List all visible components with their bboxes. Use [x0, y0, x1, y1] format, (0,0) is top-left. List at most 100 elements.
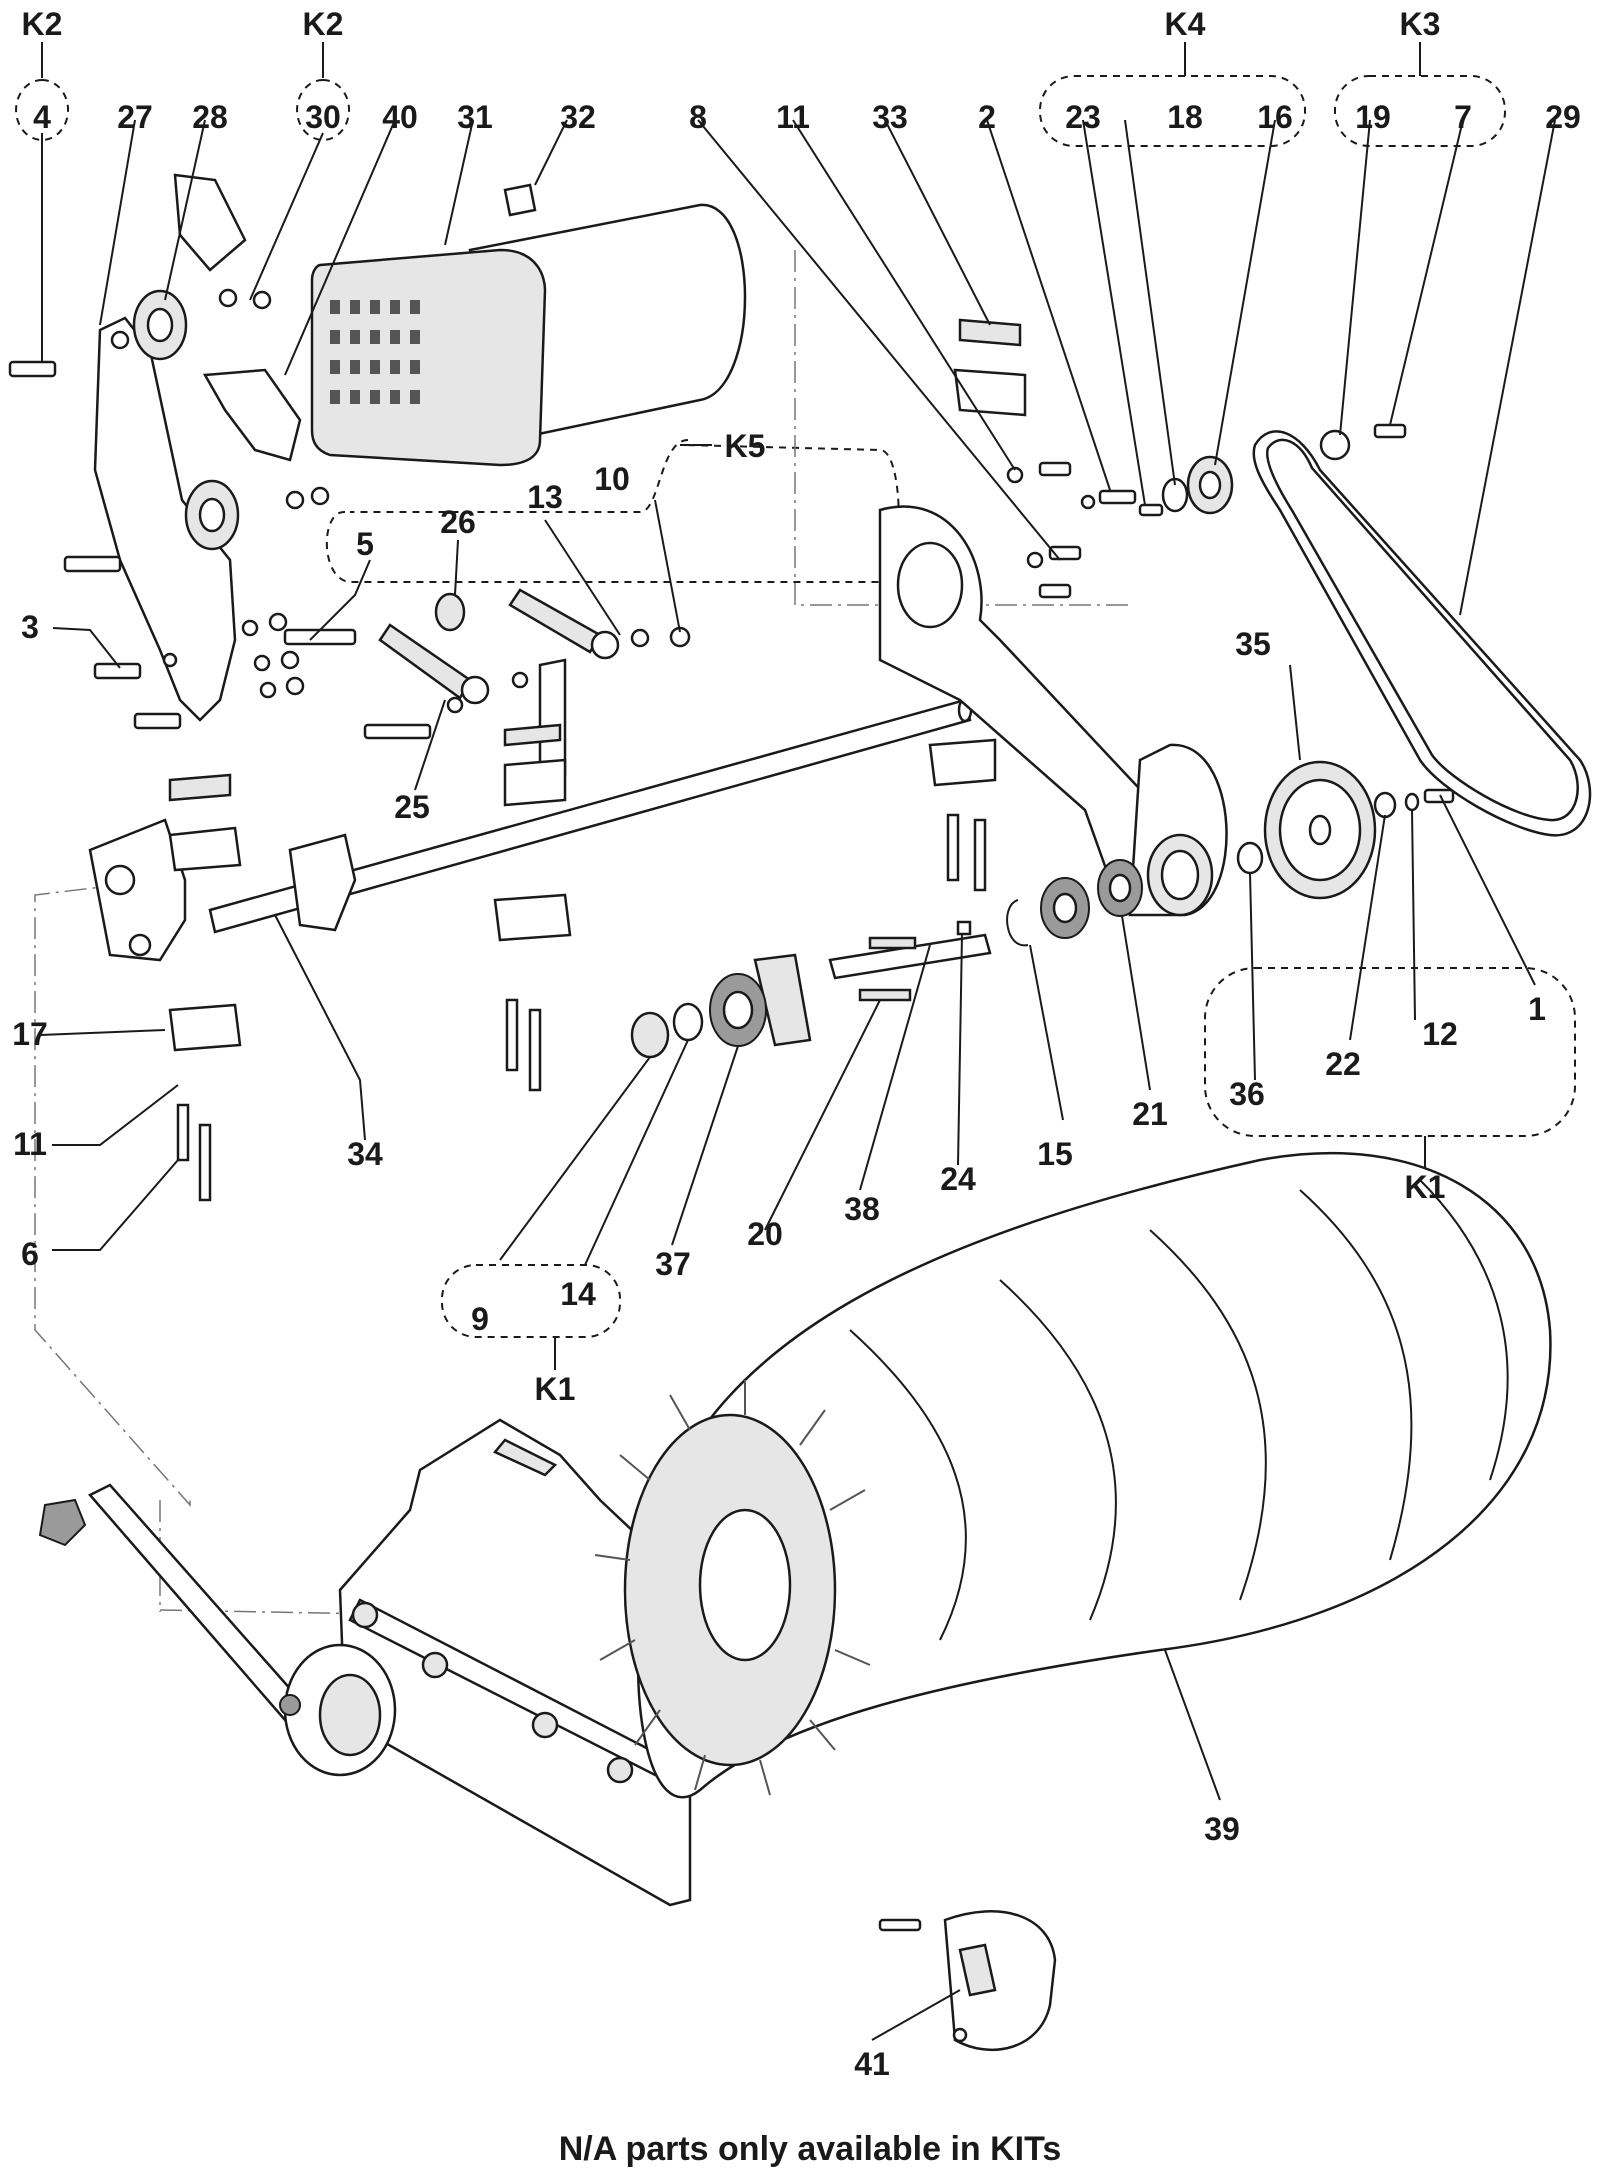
drive-belt-29-inner [1265, 438, 1579, 822]
kit-group-outlines [15, 42, 1576, 1370]
nut-9 [630, 1011, 670, 1059]
bolt-6 [198, 1123, 212, 1202]
brush-end-bore [698, 1508, 792, 1662]
motor-end-cover [310, 248, 547, 467]
shaft-bracket [288, 833, 357, 932]
motor-center-line [794, 250, 1130, 606]
drive-pulley-assembly [1138, 423, 1592, 837]
label-part-38: 38 [844, 1191, 880, 1227]
kit-outline-k3 [1334, 75, 1506, 147]
kit-outline-k2-left [15, 79, 69, 141]
brush-roller-39 [594, 1151, 1552, 1799]
gear-35-bore [1308, 814, 1332, 846]
star-knob [38, 1498, 87, 1547]
label-part-27: 27 [117, 99, 153, 135]
label-part-3: 3 [21, 609, 39, 645]
hub-bore [722, 990, 754, 1030]
washer-14 [672, 1002, 704, 1042]
clamp-block [503, 758, 567, 807]
bolt-7 [1373, 423, 1407, 439]
washer [511, 671, 529, 689]
plate-hole-2 [162, 652, 178, 668]
pin-24 [956, 920, 972, 936]
washer [1080, 494, 1096, 510]
label-part-8: 8 [689, 99, 707, 135]
pulley-guard-28 [173, 173, 247, 272]
kit-label-k3: K3 [1400, 6, 1441, 42]
nut [268, 612, 288, 632]
clamp-block-17 [168, 1003, 242, 1052]
bolt-1 [1423, 788, 1455, 804]
rod-eye [460, 675, 490, 705]
label-part-9: 9 [471, 1301, 489, 1337]
label-part-40: 40 [382, 99, 418, 135]
side-plate-assembly [8, 173, 330, 730]
washer [241, 619, 259, 637]
clamp-block [493, 893, 572, 942]
label-part-24: 24 [940, 1161, 976, 1197]
nut [252, 290, 272, 310]
label-part-36: 36 [1229, 1076, 1265, 1112]
label-part-39: 39 [1204, 1811, 1240, 1847]
bolt-4 [8, 360, 57, 378]
washer [259, 681, 277, 699]
label-part-5: 5 [356, 526, 374, 562]
kit-label-k5: K5 [725, 428, 766, 464]
label-part-12: 12 [1422, 1016, 1458, 1052]
clamp-cover [168, 773, 232, 802]
label-part-34: 34 [347, 1136, 383, 1172]
right-plate-assembly [878, 318, 1228, 917]
nut [280, 650, 300, 670]
washer-10 [630, 628, 650, 648]
label-part-28: 28 [192, 99, 228, 135]
label-part-13: 13 [527, 479, 563, 515]
label-part-22: 22 [1325, 1046, 1361, 1082]
wheel-arm [88, 1483, 302, 1722]
pulley-30-hub [198, 497, 226, 533]
washer [253, 654, 271, 672]
housing-bore [1160, 849, 1200, 901]
label-part-15: 15 [1037, 1136, 1073, 1172]
label-part-11-left: 11 [13, 1126, 47, 1162]
plate-cover-33 [958, 318, 1022, 347]
label-part-23: 23 [1065, 99, 1101, 135]
pulley-16-bore [1198, 470, 1222, 500]
pulley-guard-40 [202, 368, 302, 462]
bolt-2 [1098, 489, 1137, 505]
motor-assembly [310, 183, 747, 467]
bolt-5 [283, 628, 357, 646]
label-part-7: 7 [1454, 99, 1472, 135]
linkage-assembly [283, 588, 691, 777]
plate-hole [110, 330, 130, 350]
bristle-helix [849, 1329, 967, 1641]
main-shaft-34 [208, 698, 972, 934]
pulley-28-hub [146, 307, 174, 343]
bearing-21-bore [1108, 873, 1132, 903]
circlip-15 [1006, 899, 1029, 947]
left-shaft-plate [88, 818, 187, 962]
label-part-1: 1 [1528, 991, 1546, 1027]
key-38 [868, 936, 917, 950]
key-23 [1138, 503, 1164, 517]
label-part-20: 20 [747, 1216, 783, 1252]
washer [1026, 551, 1044, 569]
label-part-4: 4 [33, 99, 51, 135]
kit-label-k1-right: K1 [1405, 1169, 1446, 1205]
label-part-21: 21 [1132, 1096, 1168, 1132]
label-part-18: 18 [1167, 99, 1203, 135]
clamp-block [928, 738, 997, 787]
bolt [133, 712, 182, 730]
hub-assembly [630, 953, 812, 1059]
bolt [1038, 461, 1072, 477]
label-part-11-top: 11 [776, 99, 810, 135]
bolt [63, 555, 122, 573]
label-part-33: 33 [872, 99, 908, 135]
hub-flange-37 [753, 953, 812, 1047]
clamp-cover [503, 723, 562, 747]
plate-bore [896, 541, 964, 629]
drive-shaft-38 [828, 933, 992, 980]
motor-vent-grid [330, 300, 420, 404]
label-part-26: 26 [440, 504, 476, 540]
left-center-line [34, 879, 191, 1507]
